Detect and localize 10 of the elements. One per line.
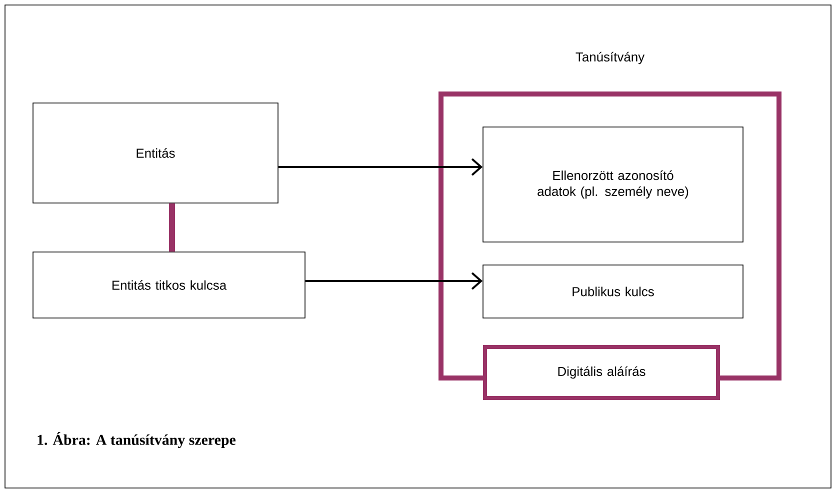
- text-box: Publikus kulcs: [482, 264, 744, 318]
- arrow: [278, 158, 483, 176]
- text-box: Entitás: [32, 102, 278, 204]
- arrow: [305, 272, 483, 290]
- node-label: Tanúsítvány: [576, 52, 645, 64]
- caption: 1. Ábra: A tanúsítvány szerepe: [38, 432, 236, 448]
- connector-line: [169, 203, 175, 252]
- text-box: Entitás titkos kulcsa: [32, 252, 306, 318]
- text-box: Ellenorzött azonosító adatok (pl. személy neve): [482, 126, 744, 242]
- signature-box: Digitális aláírás: [483, 345, 720, 400]
